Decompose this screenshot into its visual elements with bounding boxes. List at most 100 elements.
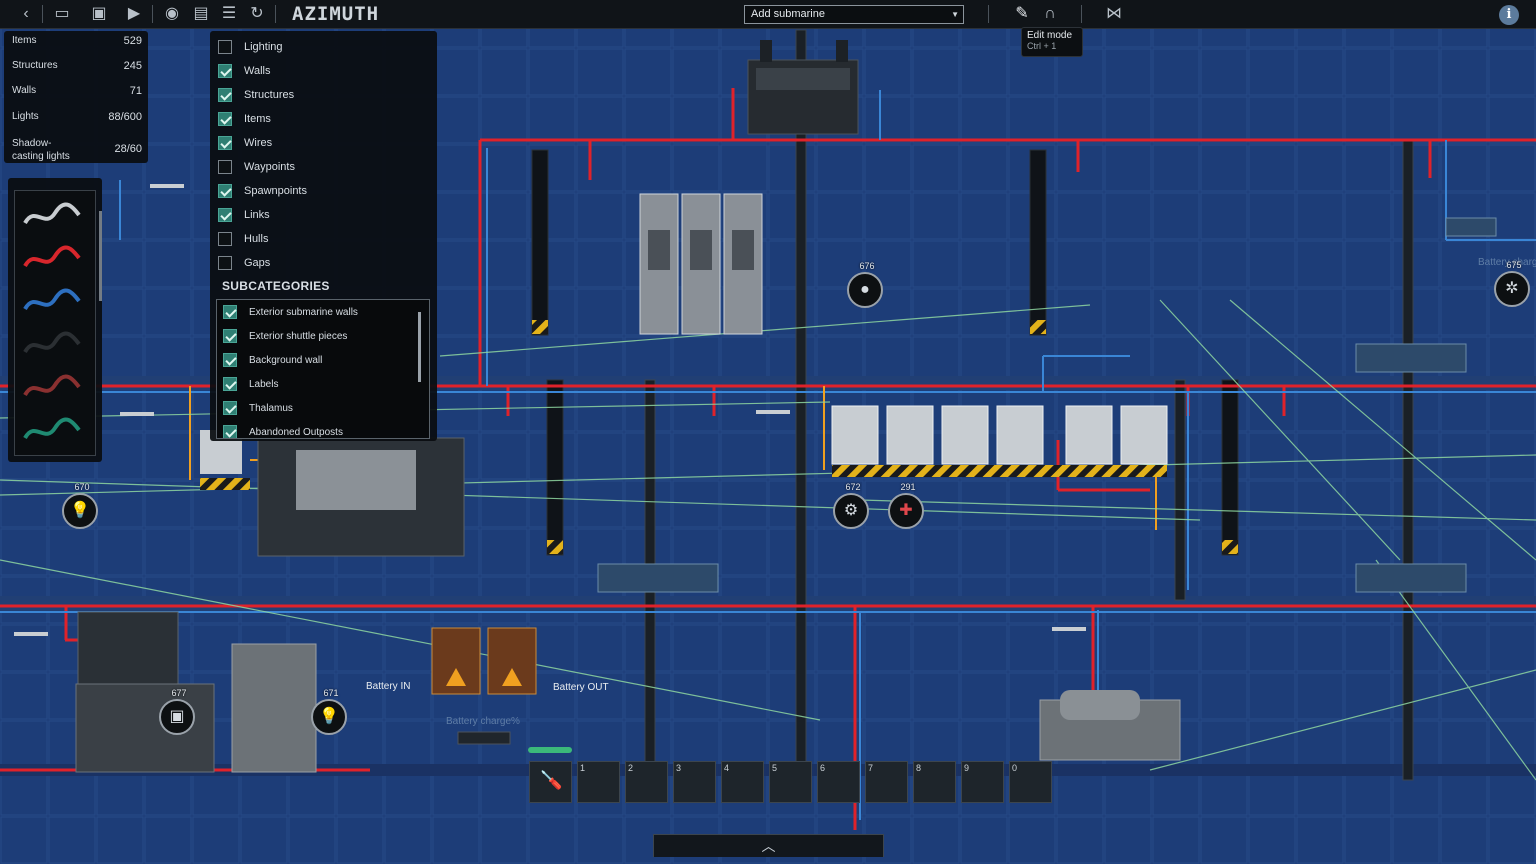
hull-badge-675[interactable]: 675 ✲ (1494, 260, 1530, 307)
crate-icon: ▣ (169, 708, 185, 725)
layer-toggle-wires[interactable]: Wires (218, 134, 272, 154)
hull-badge-676[interactable]: 676 ● (847, 261, 883, 308)
play-icon[interactable]: ▶ (127, 5, 141, 22)
hotbar-slot[interactable]: 9 (961, 761, 1004, 803)
toolbar-divider (988, 5, 989, 23)
wire-mode-icon[interactable]: ∩ (1044, 5, 1056, 22)
wire-item[interactable] (21, 287, 83, 317)
layer-label: Walls (244, 65, 271, 77)
hotbar-slot[interactable]: 1 (577, 761, 620, 803)
hull-badge-677[interactable]: 677 ▣ (159, 688, 195, 735)
hotbar-slot[interactable]: 2 (625, 761, 668, 803)
wiring-icon[interactable]: ↻ (250, 5, 264, 22)
slot-number: 0 (1012, 763, 1018, 773)
slot-number: 9 (964, 763, 970, 773)
pump (1039, 690, 1181, 761)
checkbox[interactable] (218, 256, 232, 271)
wire-item[interactable] (21, 201, 83, 231)
visibility-icon[interactable]: ◉ (165, 5, 179, 22)
layers-icon[interactable]: ▤ (193, 5, 209, 22)
info-icon[interactable]: i (1499, 5, 1519, 25)
edit-mode-tooltip: Edit mode Ctrl + 1 (1021, 27, 1083, 57)
subcategory-toggle[interactable]: Thalamus (223, 401, 293, 417)
subcategory-toggle[interactable]: Exterior shuttle pieces (223, 329, 347, 345)
slot-number: 1 (580, 763, 586, 773)
edit-mode-icon[interactable]: ✎ (1015, 5, 1029, 22)
checkbox[interactable] (223, 425, 237, 438)
checkbox[interactable] (223, 329, 237, 344)
wire-list[interactable] (14, 190, 102, 456)
checkbox[interactable] (218, 232, 232, 247)
hull-badge-672[interactable]: 672 ⚙ (833, 482, 869, 529)
hotbar-slot[interactable]: 3 (673, 761, 716, 803)
checkbox[interactable] (223, 401, 237, 416)
hotbar-slot[interactable]: 0 (1009, 761, 1052, 803)
checkbox[interactable] (218, 160, 232, 175)
hotbar-slot[interactable]: 5 (769, 761, 812, 803)
checkbox[interactable] (218, 40, 232, 55)
badge-number: 291 (900, 482, 916, 492)
layer-label: Spawnpoints (244, 185, 307, 197)
hotbar-slot[interactable]: 6 (817, 761, 860, 803)
layer-toggle-lighting[interactable]: Lighting (218, 38, 283, 58)
fabricator (75, 611, 317, 773)
layer-toggle-gaps[interactable]: Gaps (218, 254, 270, 274)
checkbox[interactable] (218, 208, 232, 223)
layer-toggle-links[interactable]: Links (218, 206, 270, 226)
hotbar-slot[interactable]: 🪛 (529, 761, 572, 803)
add-submarine-dropdown[interactable]: Add submarine ▼ (744, 5, 964, 24)
hotbar-slot[interactable]: 7 (865, 761, 908, 803)
layer-toggle-items[interactable]: Items (218, 110, 271, 130)
layer-toggle-spawnpoints[interactable]: Spawnpoints (218, 182, 307, 202)
badge-number: 677 (171, 688, 187, 698)
reactor-top (747, 40, 859, 135)
battery-charge-right-label: Battery charge (1478, 257, 1536, 268)
hotbar-slot[interactable]: 8 (913, 761, 956, 803)
hull-badge-671[interactable]: 671 💡 (311, 688, 347, 735)
open-folder-icon[interactable]: ▭ (54, 5, 70, 22)
wire-item[interactable] (21, 416, 83, 446)
subcategory-toggle[interactable]: Abandoned Outposts (223, 425, 343, 438)
save-icon[interactable]: ▣ (91, 5, 107, 22)
checkbox[interactable] (218, 112, 232, 127)
slot-number: 6 (820, 763, 826, 773)
list-icon[interactable]: ☰ (221, 5, 237, 22)
checkbox[interactable] (218, 88, 232, 103)
layer-toggle-waypoints[interactable]: Waypoints (218, 158, 295, 178)
layer-toggle-structures[interactable]: Structures (218, 86, 294, 106)
wire-item[interactable] (21, 244, 83, 274)
checkbox[interactable] (218, 136, 232, 151)
hull-badge-670[interactable]: 670 💡 (62, 482, 98, 529)
stat-value: 529 (123, 35, 142, 47)
layer-label: Structures (244, 89, 295, 101)
checkbox[interactable] (223, 305, 237, 320)
subcategory-toggle[interactable]: Labels (223, 377, 278, 393)
subcategory-toggle[interactable]: Exterior submarine walls (223, 305, 358, 321)
toolbar-divider (152, 5, 153, 23)
entity-menu-toggle[interactable]: ︿ (653, 834, 884, 857)
back-icon[interactable]: ‹ (23, 5, 29, 22)
wire-item[interactable] (21, 373, 83, 403)
wire-list-scrollbar[interactable] (99, 211, 102, 301)
wire-item[interactable] (21, 330, 83, 360)
subcategory-scrollbar[interactable] (418, 312, 421, 382)
layer-toggle-hulls[interactable]: Hulls (218, 230, 268, 250)
submarine-name: AZIMUTH (292, 3, 380, 25)
checkbox[interactable] (218, 184, 232, 199)
subcategory-toggle[interactable]: Background wall (223, 353, 322, 369)
battery-in-label: Battery IN (366, 681, 410, 692)
layer-toggle-walls[interactable]: Walls (218, 62, 270, 82)
toolbar-divider (1081, 5, 1082, 23)
character-mode-icon[interactable]: ⋈ (1106, 5, 1122, 22)
stat-label: Structures (12, 60, 58, 71)
checkbox[interactable] (218, 64, 232, 79)
hull-badge-291[interactable]: 291 ✚ (888, 482, 924, 529)
hotbar-slot[interactable]: 4 (721, 761, 764, 803)
checkbox[interactable] (223, 377, 237, 392)
checkbox[interactable] (223, 353, 237, 368)
